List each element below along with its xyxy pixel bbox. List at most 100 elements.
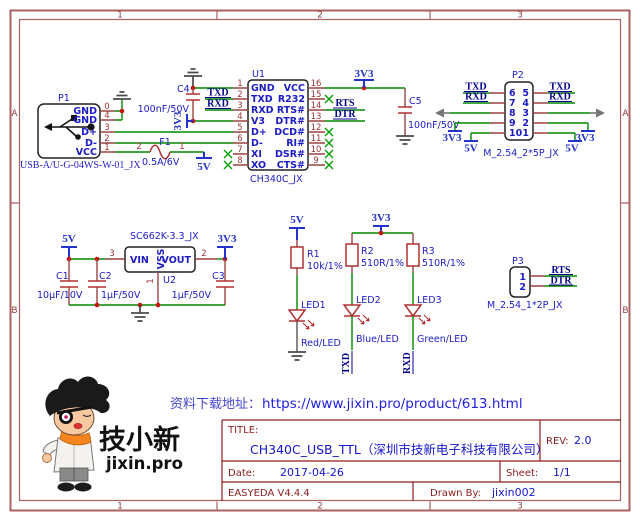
- p2-pin-number: 9: [509, 118, 516, 129]
- p1-pin-number: 1: [104, 143, 109, 153]
- drawn-by-value[interactable]: jixin002: [491, 486, 536, 499]
- c4-value: 100nF/50V: [138, 104, 190, 115]
- power-label[interactable]: 3V3: [443, 132, 462, 144]
- u1-pin-name: CTS#: [277, 160, 305, 171]
- net-label-text-vertical[interactable]: TXD: [341, 353, 352, 374]
- schematic-title[interactable]: CH340C_USB_TTL（深圳市技新电子科技有限公司）: [250, 442, 548, 457]
- net-label-dtr[interactable]: DTR: [325, 109, 365, 122]
- r2-refdes: R2: [361, 246, 374, 257]
- frame-row-label: A: [11, 109, 18, 119]
- capacitor-c1[interactable]: C1 10µF/10V: [37, 259, 83, 305]
- p2-part-label: M_2.54_2*5P_JX: [483, 148, 559, 159]
- u2-refdes: U2: [163, 275, 176, 286]
- capacitor-c4[interactable]: C4 100nF/50V: [138, 84, 200, 121]
- net-label-text-vertical[interactable]: RXD: [402, 352, 413, 374]
- ground-icon: [288, 351, 306, 361]
- led-emission-arrows: [302, 319, 315, 330]
- capacitor-c2[interactable]: C2 1µF/50V: [88, 259, 141, 305]
- connector-p1-usb[interactable]: P1 GND GND D+ D- VCC 0 4 3 2 1 USB-A/U-G…: [20, 93, 141, 171]
- led3[interactable]: LED3 Green/LED RXD: [402, 273, 468, 374]
- power-label: 3V3: [355, 68, 374, 80]
- title-label: TITLE:: [227, 425, 258, 436]
- p2-pin-number: 6: [509, 88, 516, 99]
- p2-pin-number: 4: [522, 98, 529, 109]
- power-label[interactable]: 5V: [464, 143, 478, 155]
- c3-refdes: C3: [212, 271, 225, 282]
- ground-icon: [184, 68, 202, 88]
- led1-refdes: LED1: [301, 300, 326, 311]
- c2-value: 1µF/50V: [101, 290, 141, 301]
- led1[interactable]: LED1 Red/LED: [287, 275, 341, 361]
- u1-pin-number: 1: [237, 79, 242, 89]
- date-value[interactable]: 2017-04-26: [280, 466, 344, 479]
- led2-refdes: LED2: [356, 295, 381, 306]
- download-url[interactable]: https://www.jixin.pro/product/613.html: [262, 396, 523, 412]
- connector-p2[interactable]: P2 6 7 8 9 10 5 4 3 2 1 M_2.54_2*5P_JX: [483, 70, 559, 159]
- rev-value[interactable]: 2.0: [574, 434, 592, 447]
- net-label-rxd[interactable]: RXD: [205, 99, 233, 111]
- frame-row-label: B: [11, 306, 17, 316]
- resistor-r2[interactable]: R2 510R/1%: [345, 233, 404, 273]
- ic-u2-regulator[interactable]: SC662K-3.3_JX VIN VSS VOUT 3 2 1 U2: [105, 231, 217, 305]
- p1-pin-name: GND: [73, 106, 97, 117]
- power-flag-3v3[interactable]: 3V3: [217, 233, 237, 259]
- r3-refdes: R3: [422, 246, 435, 257]
- power-flag-3v3[interactable]: 3V3: [372, 212, 391, 233]
- date-label: Date:: [228, 468, 255, 479]
- power-flag-5v[interactable]: 5V: [196, 152, 212, 173]
- led-emission-arrows: [357, 314, 370, 325]
- resistor-r3[interactable]: R3 510R/1%: [406, 233, 465, 273]
- power-label[interactable]: 5V: [565, 143, 579, 155]
- u1-pin-number: 8: [237, 156, 242, 166]
- p2-pin-number: 5: [522, 88, 529, 99]
- u2-pin-name: VSS: [156, 249, 167, 270]
- power-flag-5v[interactable]: 5V: [289, 214, 305, 240]
- usb-icon: [44, 115, 95, 140]
- brand-name: 技小新: [99, 424, 180, 456]
- power-flag-5v[interactable]: 5V: [61, 233, 77, 259]
- r1-refdes: R1: [307, 249, 320, 260]
- u1-pin-name: VCC: [284, 83, 305, 94]
- capacitor-c5[interactable]: C5 100nF/50V: [396, 88, 460, 145]
- net-label-text[interactable]: DTR: [550, 276, 572, 287]
- net-label-text[interactable]: TXD: [549, 82, 570, 93]
- net-label-txd[interactable]: TXD: [205, 88, 233, 100]
- net-label-text[interactable]: TXD: [465, 82, 486, 93]
- led2[interactable]: LED2 Blue/LED TXD: [341, 273, 399, 374]
- led2-label: Blue/LED: [356, 334, 399, 345]
- p1-pin-name: VCC: [76, 147, 97, 158]
- p3-part-label: M_2.54_1*2P_JX: [487, 300, 563, 311]
- net-label-text[interactable]: RXD: [549, 92, 571, 103]
- net-label-rts[interactable]: RTS: [325, 98, 365, 111]
- power-flag-3v3-rotated[interactable]: 3V3: [172, 111, 193, 130]
- u2-pin-number: 2: [201, 249, 206, 259]
- download-line: 资料下载地址： https://www.jixin.pro/product/61…: [170, 396, 523, 412]
- led-rail-3v3: [352, 230, 413, 236]
- u1-pin-number: 5: [237, 123, 242, 133]
- u1-pin-number: 11: [311, 134, 322, 144]
- net-label-text: RTS: [335, 98, 355, 109]
- u1-pin-number: 15: [311, 90, 322, 100]
- capacitor-c3[interactable]: C3 1µF/50V: [172, 259, 234, 305]
- connector-p3[interactable]: P3 1 2 RTS DTR M_2.54_1*2P_JX: [487, 256, 577, 311]
- p1-pin-name: D-: [85, 138, 97, 149]
- u1-pin-name: XI: [251, 149, 262, 160]
- u1-pin-number: 3: [237, 101, 242, 111]
- ic-u1-ch340c[interactable]: U1 1 2 3 4 5 6 7 8 16 15 14 13 12 11 10 …: [233, 69, 325, 185]
- r1-value: 10k/1%: [307, 261, 343, 272]
- usb-data-wires: [115, 131, 233, 144]
- net-label-text[interactable]: RTS: [551, 265, 571, 276]
- u2-ground-rail: [69, 302, 225, 322]
- download-label: 资料下载地址：: [170, 397, 261, 412]
- power-label: 3V3: [172, 111, 184, 130]
- power-flag-3v3[interactable]: 3V3: [354, 68, 374, 88]
- led1-label: Red/LED: [301, 338, 341, 349]
- sheet-value[interactable]: 1/1: [553, 466, 571, 479]
- resistor-r1[interactable]: R1 10k/1%: [290, 240, 343, 275]
- p3-pin-number: 1: [519, 272, 526, 283]
- fuse-f1[interactable]: F1 2 1 0.5A/6V: [115, 137, 204, 168]
- c1-refdes: C1: [56, 271, 69, 282]
- u2-pin-name: VOUT: [162, 255, 192, 266]
- led-emission-arrows: [418, 314, 431, 325]
- net-label-text[interactable]: RXD: [465, 92, 487, 103]
